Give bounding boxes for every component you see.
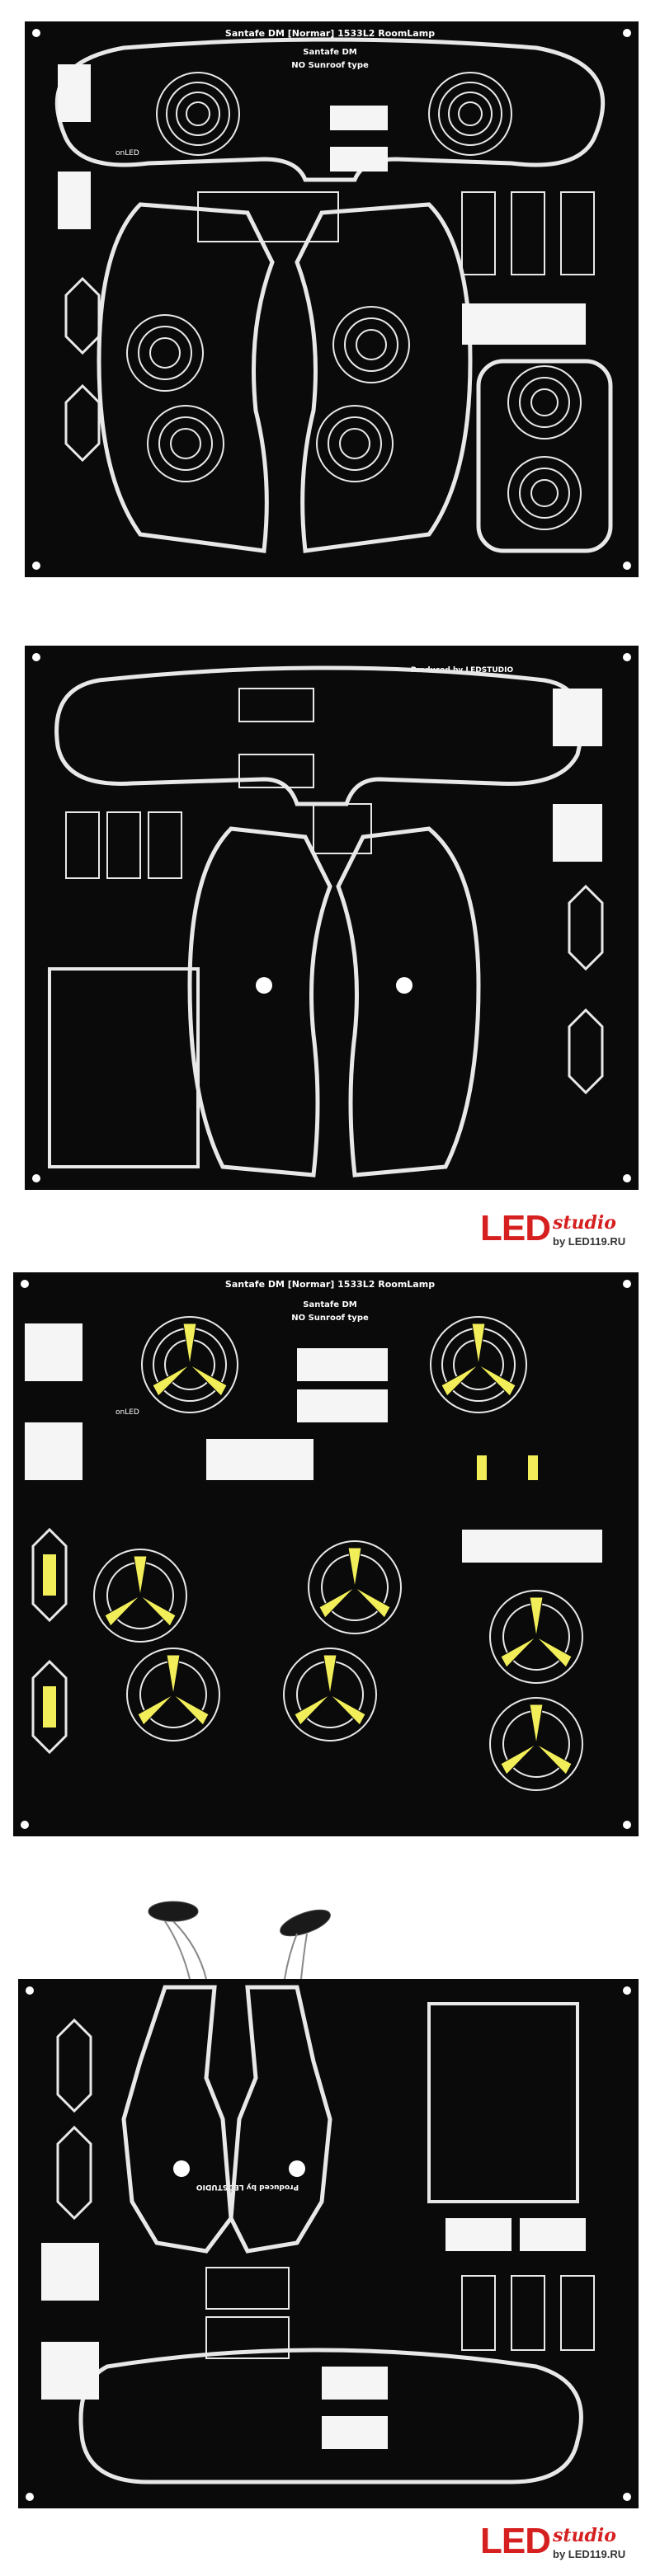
logo-led-text: LED [480,2521,551,2561]
pcb-panel-1: Santafe DM [Normar] 1533L2 RoomLamp Sant… [0,15,660,584]
logo-site-text: by LED119.RU [553,2548,626,2560]
board-produced-label: Produced by LEDSTUDIO [196,2183,299,2191]
bulb-socket-image [148,1901,331,1979]
ledstudio-logo: LED studio by LED119.RU [480,1210,637,1257]
pcb-board-image: Santafe DM [Normar] 1533L2 RoomLamp Sant… [13,1272,639,1836]
board-tag: onLED [116,149,139,157]
board-title: Santafe DM [Normar] 1533L2 RoomLamp [225,1279,435,1290]
logo-studio-text: studio [553,2525,616,2546]
board-subtitle: Santafe DM [303,48,357,57]
pcb-panel-4: Produced by LEDSTUDIO [0,1971,660,2515]
board-subtitle: Santafe DM [303,1300,357,1309]
led-segments [104,1323,573,1775]
pcb-panel-2: Produced by LEDSTUDIO [0,639,660,1200]
board-title: Santafe DM [Normar] 1533L2 RoomLamp [225,28,435,39]
pcb-board-image: Produced by LEDSTUDIO [18,1979,639,2508]
logo-studio-text: studio [553,1212,616,1234]
board-produced-label: Produced by LEDSTUDIO [411,666,514,675]
wire-leads [0,1888,660,1979]
pcb-board-image: Santafe DM [Normar] 1533L2 RoomLamp Sant… [25,21,639,577]
logo-led-text: LED [480,1208,551,1248]
logo-site-text: by LED119.RU [553,1235,626,1248]
board-tag: onLED [116,1408,139,1417]
board-subtitle-2: NO Sunroof type [291,1314,369,1323]
ledstudio-logo: LED studio by LED119.RU [480,2523,637,2569]
pcb-board-image: Produced by LEDSTUDIO [25,646,639,1190]
pcb-panel-3: Santafe DM [Normar] 1533L2 RoomLamp Sant… [0,1266,660,1843]
board-subtitle-2: NO Sunroof type [291,61,369,70]
